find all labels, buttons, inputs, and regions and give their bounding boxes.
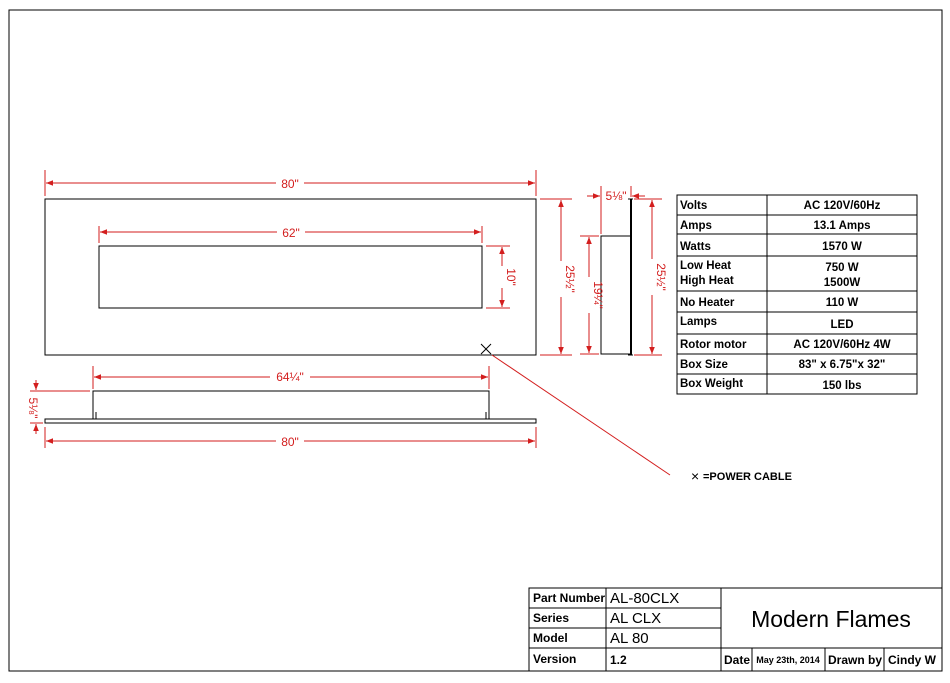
power-cable-symbol: × bbox=[691, 468, 699, 484]
spec-value: 110 W bbox=[826, 297, 859, 309]
company-name: Modern Flames bbox=[751, 606, 911, 632]
model: AL 80 bbox=[610, 630, 649, 647]
front-opening bbox=[98, 245, 483, 309]
spec-label: Amps bbox=[680, 220, 712, 232]
front-outline bbox=[44, 198, 537, 356]
dim-top-depth: 5⅛" bbox=[26, 398, 40, 419]
drawn-by: Cindy W bbox=[888, 653, 937, 667]
part-number-label: Part Number bbox=[533, 591, 605, 605]
dim-top-inner-width: 64¼" bbox=[276, 370, 304, 384]
spec-value: 83" x 6.75"x 32" bbox=[799, 359, 886, 371]
top-body bbox=[92, 390, 490, 420]
dim-top-width: 80" bbox=[281, 435, 299, 449]
spec-label: Lamps bbox=[680, 316, 717, 328]
series-label: Series bbox=[533, 611, 569, 625]
drawn-by-label: Drawn by bbox=[828, 653, 882, 667]
spec-label: Volts bbox=[680, 200, 707, 212]
spec-label: Watts bbox=[680, 241, 711, 253]
dim-side-height: 25½" bbox=[654, 263, 668, 291]
dim-side-depth: 5⅛" bbox=[606, 189, 627, 203]
top-view: 64¼" 5⅛" 80" bbox=[26, 366, 537, 449]
spec-label: No Heater bbox=[680, 297, 735, 309]
top-flange bbox=[44, 418, 537, 424]
front-view: 80" 62" 10" 25½" bbox=[44, 170, 671, 476]
date-label: Date bbox=[724, 653, 750, 667]
dim-side-inner-height: 19¼" bbox=[591, 281, 605, 309]
spec-value-2: 1500W bbox=[824, 277, 861, 289]
spec-label: Rotor motor bbox=[680, 339, 747, 351]
spec-value: AC 120V/60Hz 4W bbox=[793, 339, 890, 351]
spec-label: Box Size bbox=[680, 359, 728, 371]
spec-value: 13.1 Amps bbox=[813, 220, 870, 232]
part-number: AL-80CLX bbox=[610, 590, 679, 607]
power-cable-label: =POWER CABLE bbox=[703, 471, 792, 483]
title-block: Part Number AL-80CLX Series AL CLX Model… bbox=[528, 587, 943, 672]
side-view: 5⅛" 19¼" 25½" bbox=[580, 186, 668, 356]
dim-opening-width: 62" bbox=[282, 226, 300, 240]
spec-value: 1570 W bbox=[822, 241, 862, 253]
power-cable-legend: × =POWER CABLE bbox=[691, 468, 792, 484]
model-label: Model bbox=[533, 631, 568, 645]
version: 1.2 bbox=[610, 653, 627, 667]
dim-opening-height: 10" bbox=[504, 268, 518, 286]
spec-label: Low Heat bbox=[680, 260, 731, 272]
spec-value: LED bbox=[831, 319, 854, 331]
specs-table: Volts AC 120V/60Hz Amps 13.1 Amps Watts … bbox=[676, 194, 918, 395]
series: AL CLX bbox=[610, 610, 661, 627]
version-label: Version bbox=[533, 652, 576, 666]
date: May 23th, 2014 bbox=[756, 655, 820, 665]
dim-front-width: 80" bbox=[281, 177, 299, 191]
spec-label: Box Weight bbox=[680, 378, 743, 390]
spec-label-2: High Heat bbox=[680, 275, 734, 287]
spec-value: 150 lbs bbox=[823, 380, 862, 392]
dim-front-height: 25½" bbox=[563, 265, 577, 293]
spec-value: 750 W bbox=[825, 262, 858, 274]
power-cable-leader bbox=[491, 354, 671, 476]
sheet-border bbox=[8, 9, 943, 672]
spec-value: AC 120V/60Hz bbox=[804, 200, 881, 212]
